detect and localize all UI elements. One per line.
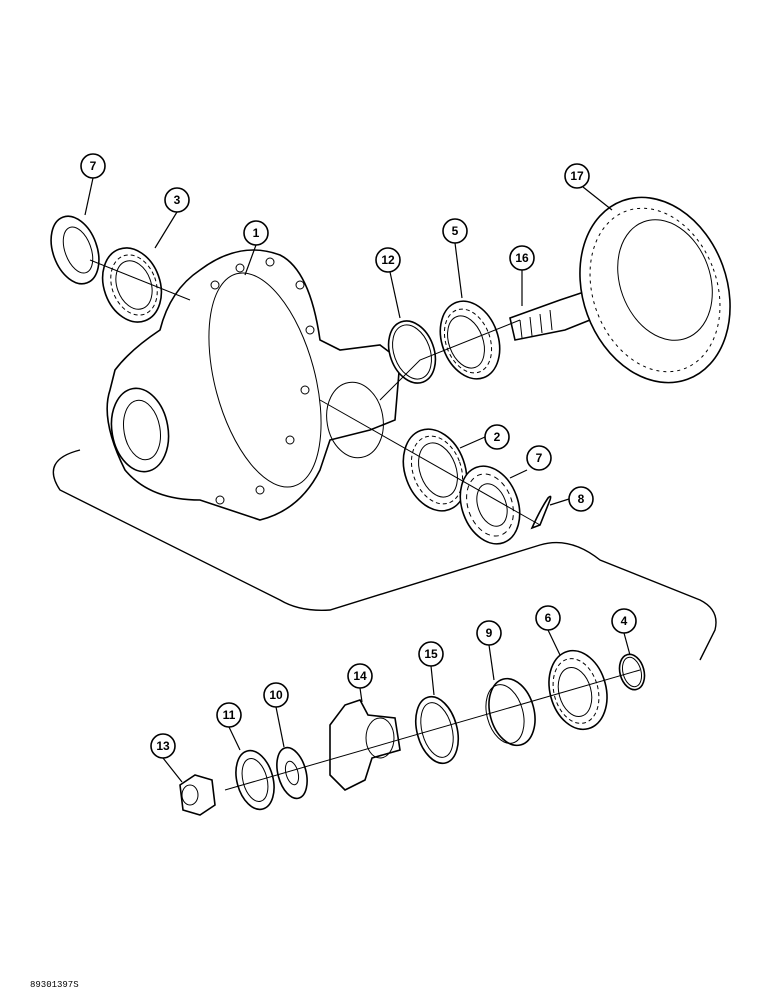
callout-label: 16 <box>515 251 529 265</box>
callout-3: 3 <box>164 187 190 213</box>
part-6-bearing <box>548 649 608 731</box>
callout-label: 1 <box>253 226 260 240</box>
callout-8: 8 <box>568 486 594 512</box>
leader-lines <box>84 177 631 783</box>
callout-label: 7 <box>536 451 543 465</box>
callout-6: 6 <box>535 605 561 631</box>
figure-id: 89301397S <box>30 980 79 990</box>
part-11-washer <box>235 749 275 811</box>
callout-label: 11 <box>223 708 236 722</box>
callout-label: 13 <box>156 739 170 753</box>
callout-label: 2 <box>494 430 501 444</box>
callout-label: 4 <box>621 614 628 628</box>
callout-16: 16 <box>509 245 535 271</box>
part-17-ring-gear <box>579 196 731 384</box>
callout-label: 3 <box>174 193 181 207</box>
callout-2: 2 <box>484 424 510 450</box>
callout-5: 5 <box>442 218 468 244</box>
part-7-plate-lower <box>459 465 521 545</box>
part-14-flange <box>329 699 401 791</box>
part-12-snap-ring <box>387 320 437 384</box>
callout-15: 15 <box>418 641 444 667</box>
callout-10: 10 <box>263 682 289 708</box>
callout-label: 15 <box>424 647 438 661</box>
callout-label: 10 <box>269 688 283 702</box>
callout-label: 12 <box>381 253 395 267</box>
assembly-loop-line <box>52 449 717 661</box>
part-13-nut <box>179 774 216 816</box>
callout-9: 9 <box>476 620 502 646</box>
callout-7-upper: 7 <box>80 153 106 179</box>
callout-7-lower: 7 <box>526 445 552 471</box>
callout-13: 13 <box>150 733 176 759</box>
callout-4: 4 <box>611 608 637 634</box>
callout-label: 14 <box>353 669 367 683</box>
part-9-bearing-cup <box>485 677 536 747</box>
callout-1: 1 <box>243 220 269 246</box>
part-10-washer <box>276 746 308 800</box>
callout-14: 14 <box>347 663 373 689</box>
callout-17: 17 <box>564 163 590 189</box>
callout-12: 12 <box>375 247 401 273</box>
part-1-housing <box>106 249 401 521</box>
callout-label: 6 <box>545 611 552 625</box>
part-8-cotter-pin <box>530 495 552 530</box>
callout-label: 17 <box>570 169 584 183</box>
callout-label: 5 <box>452 224 459 238</box>
callout-label: 8 <box>578 492 585 506</box>
callout-label: 9 <box>486 626 493 640</box>
centerlines <box>89 259 641 791</box>
part-2-bearing <box>402 428 468 512</box>
callout-11: 11 <box>216 702 242 728</box>
part-3-bearing <box>101 247 163 323</box>
part-15-seal <box>414 695 460 765</box>
part-7-seal-upper <box>50 215 100 285</box>
callout-label: 7 <box>90 159 97 173</box>
